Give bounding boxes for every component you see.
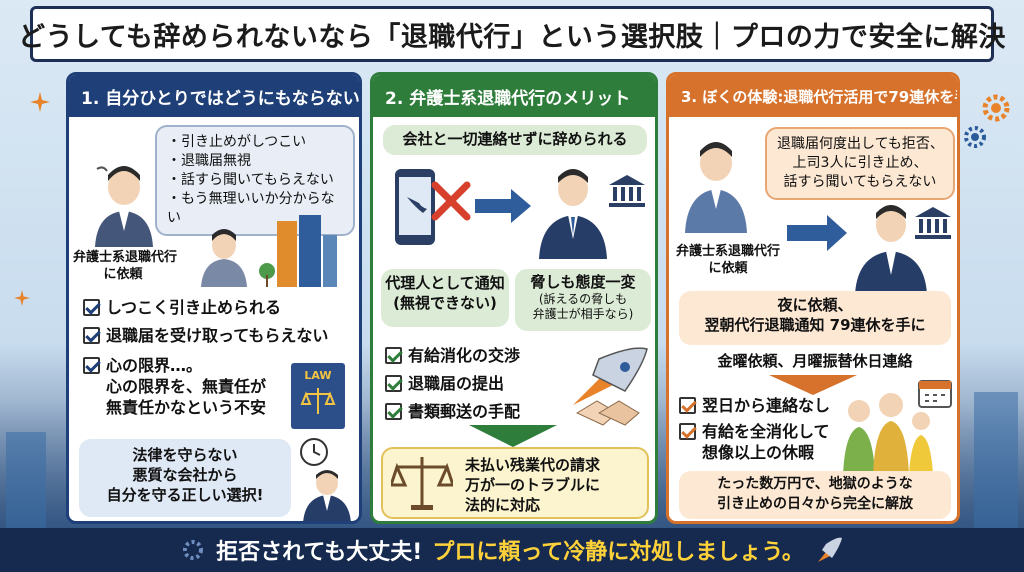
timeline-box: 夜に依頼、 翌朝代行退職通知 79連休を手に <box>679 291 951 345</box>
law-book-text: LAW <box>304 369 332 382</box>
scale-icon <box>391 457 453 510</box>
lawyer-icon <box>855 205 927 295</box>
arrow-down-icon <box>769 375 857 395</box>
arrow-right-icon <box>475 189 531 223</box>
clock-icon <box>300 438 328 466</box>
checkbox-icon <box>83 357 100 374</box>
arrow-down-icon <box>469 425 557 447</box>
panel-heading: 1. 自分ひとりではどうにもならない時 <box>69 75 359 117</box>
conclusion-box: 法律を守らない 悪質な会社から 自分を守る正しい選択! <box>79 439 291 517</box>
bank-icon <box>915 207 951 239</box>
checklist-item: 有給消化の交渉 <box>385 345 520 366</box>
calendar-icon <box>918 380 952 408</box>
checklist-item: 翌日から連絡なし <box>679 395 830 416</box>
lawyer-label: 弁護士系退職代行 に依頼 <box>675 244 780 276</box>
check-text: 退職届の提出 <box>408 374 505 393</box>
check-text: 有給消化の交渉 <box>408 346 521 365</box>
page-title-text: どうしても辞められないなら「退職代行」という選択肢｜プロの力で安全に解決 <box>18 21 1006 53</box>
sparkle-icon <box>30 92 50 112</box>
footer-highlight-text: プロに頼って冷静に対処しましょう。 <box>432 540 804 565</box>
gear-icon <box>982 94 1010 122</box>
timeline-caption: 金曜依頼、月曜振替休日連絡 <box>717 352 913 370</box>
checkbox-icon <box>385 347 402 364</box>
bubble-line: ・引き止めがしつこい <box>167 134 307 150</box>
footer-white-text: 拒否されても大丈夫! <box>216 540 423 565</box>
scale-icon <box>300 388 336 414</box>
rocket-icon <box>817 537 842 562</box>
checkbox-icon <box>385 375 402 392</box>
lawyer-label: 弁護士系退職代行 に依頼 <box>73 250 178 282</box>
worried-man-icon <box>95 166 153 247</box>
threat-box: 脅しも態度一変 (訴えるの脅しも 弁護士が相手なら) <box>515 269 651 331</box>
worried-man-icon <box>201 229 247 287</box>
footer-banner: 拒否されても大丈夫! プロに頼って冷静に対処しましょう。 <box>0 528 1024 572</box>
panel-heading: 3. ぼくの体験:退職代行活用で79連休を手に <box>669 75 957 117</box>
arrow-right-icon <box>787 215 847 251</box>
law-book-icon: LAW <box>291 363 345 429</box>
checkbox-icon <box>83 299 100 316</box>
bubble-line: ・話すら聞いてもらえない <box>167 172 334 188</box>
bank-icon <box>609 175 645 207</box>
checkbox-icon <box>679 397 696 414</box>
check-text: 心の限界…。 心の限界を、無責任が 無責任かなという不安 <box>106 356 267 417</box>
threat-main: 脅しも態度一変 <box>530 273 636 291</box>
panel-heading: 2. 弁護士系退職代行のメリット <box>373 75 655 117</box>
checklist-item: 退職届の提出 <box>385 373 504 394</box>
gear-icon <box>183 540 204 560</box>
check-text: 書類郵送の手配 <box>408 402 521 421</box>
bubble-line: ・退職届無視 <box>167 153 251 169</box>
agent-notice-box: 代理人として通知 (無視できない) <box>381 269 509 327</box>
x-mark-icon <box>431 181 471 221</box>
check-text: 有給を全消化して 想像以上の休暇 <box>702 422 830 462</box>
building-icon <box>259 215 337 287</box>
building-silhouette <box>974 392 1018 542</box>
checklist-item: 書類郵送の手配 <box>385 401 520 422</box>
panel-merits: 2. 弁護士系退職代行のメリット 会社と一切連絡せずに辞められる 代理人として通… <box>370 72 658 524</box>
bubble-line: ・もう無理いいか分からない <box>167 191 335 226</box>
relief-box: たった数万円で、地獄のような 引き止めの日々から完全に解放 <box>679 471 951 519</box>
checkbox-icon <box>83 327 100 344</box>
threat-sub: (訴えるの脅しも 弁護士が相手なら) <box>532 292 634 321</box>
happy-family-icon <box>843 393 933 475</box>
speech-bubble: ・引き止めがしつこい ・退職届無視 ・話すら聞いてもらえない ・もう無理いいか分… <box>155 125 355 236</box>
lawyer-icon <box>303 470 351 521</box>
checklist-item: 退職届を受け取ってもらえない <box>83 325 353 346</box>
lawyer-icon <box>539 169 607 259</box>
sparkle-icon <box>14 290 30 306</box>
no-contact-box: 会社と一切連絡せずに辞められる <box>383 125 647 155</box>
panel-experience: 3. ぼくの体験:退職代行活用で79連休を手に 退職届何度出しても拒否、 上司3… <box>666 72 960 524</box>
check-text: 翌日から連絡なし <box>702 396 831 415</box>
checkbox-icon <box>679 423 696 440</box>
check-text: しつこく引き止められる <box>106 298 282 317</box>
page-title: どうしても辞められないなら「退職代行」という選択肢｜プロの力で安全に解決 <box>18 6 1005 62</box>
handshake-icon <box>575 400 640 426</box>
checklist-item: 有給を全消化して 想像以上の休暇 <box>679 421 830 463</box>
building-silhouette <box>6 432 46 542</box>
worried-man-icon <box>685 142 747 233</box>
gear-icon <box>964 126 986 148</box>
rocket-icon <box>573 347 648 405</box>
checkbox-icon <box>385 403 402 420</box>
speech-bubble: 退職届何度出しても拒否、 上司3人に引き止め、 話すら聞いてもらえない <box>765 127 955 200</box>
phone-icon <box>395 169 435 245</box>
checklist-item: 心の限界…。 心の限界を、無責任が 無責任かなという不安 <box>83 355 283 418</box>
unpaid-overtime-box: 未払い残業代の請求 万が一のトラブルに 法的に対応 <box>381 447 649 519</box>
checklist-item: しつこく引き止められる <box>83 297 353 318</box>
check-text: 退職届を受け取ってもらえない <box>106 326 329 345</box>
panel-alone: 1. 自分ひとりではどうにもならない時 ・引き止めがしつこい ・退職届無視 ・話… <box>66 72 362 524</box>
